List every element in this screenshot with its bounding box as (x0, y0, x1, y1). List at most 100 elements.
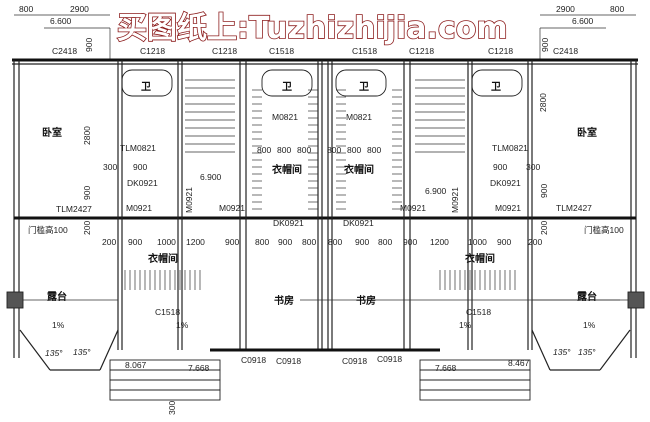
bathtub (471, 69, 523, 97)
door-label: TLM0821 (492, 143, 528, 153)
room-bath: 卫 (359, 81, 369, 93)
dim-label: 200 (528, 237, 542, 247)
door-label: M0821 (346, 112, 372, 122)
room-terrace: 露台 (577, 290, 597, 303)
door-label: M0921 (400, 203, 426, 213)
terrace-rail (19, 329, 51, 371)
dim-label: 900 (540, 38, 550, 52)
door-label: DK0921 (490, 178, 521, 188)
dim-label: 800 (610, 4, 624, 14)
angle-note: 135° (578, 347, 596, 357)
dim-label: 2800 (538, 93, 548, 112)
dim-label: 800 (347, 145, 361, 155)
window-label: C0918 (377, 354, 402, 364)
door-label: TLM0821 (120, 143, 156, 153)
dim-label: 900 (355, 237, 369, 247)
dim-label: 1200 (186, 237, 205, 247)
window-label: C1518 (155, 307, 180, 317)
window-label: C0918 (241, 355, 266, 365)
dim-label: 1000 (468, 237, 487, 247)
door-label: M0921 (219, 203, 245, 213)
dim-label: 800 (367, 145, 381, 155)
angle-note: 135° (45, 348, 63, 358)
dim-label: 900 (84, 38, 94, 52)
slope-note: 1% (459, 320, 472, 330)
dim-label: 300 (526, 162, 540, 172)
dim-label: 800 (302, 237, 316, 247)
angle-note: 135° (553, 347, 571, 357)
window-label: C2418 (553, 46, 578, 56)
column (6, 291, 24, 309)
dim-label: 800 (19, 4, 33, 14)
slope-note: 1% (583, 320, 596, 330)
dim-label: 1200 (430, 237, 449, 247)
elevation-label: 6.900 (200, 172, 222, 182)
column (627, 291, 645, 309)
room-closet: 衣帽间 (465, 252, 495, 265)
threshold-note: 门槛高100 (28, 225, 68, 235)
dim-label: 800 (257, 145, 271, 155)
dim-label: 900 (539, 184, 549, 198)
window-label: C1218 (212, 46, 237, 56)
door-label: M0921 (495, 203, 521, 213)
window-label: C1218 (140, 46, 165, 56)
elevation-label: 8.467 (508, 358, 530, 368)
elevation-label: 6.600 (50, 16, 72, 26)
door-label: M0921 (450, 187, 460, 213)
dim-label: 900 (403, 237, 417, 247)
step (419, 389, 531, 401)
dim-label: 1000 (157, 237, 176, 247)
room-closet: 衣帽间 (272, 163, 302, 176)
window-label: C1518 (352, 46, 377, 56)
dim-label: 800 (328, 237, 342, 247)
dim-label: 800 (327, 145, 341, 155)
room-closet: 衣帽间 (148, 252, 178, 265)
dim-label: 800 (255, 237, 269, 247)
elevation-label: 7.668 (188, 363, 210, 373)
slope-note: 1% (52, 320, 65, 330)
dim-label: 300 (103, 162, 117, 172)
door-label: TLM2427 (56, 204, 92, 214)
terrace-rail (531, 329, 551, 371)
door-label: DK0921 (273, 218, 304, 228)
angle-note: 135° (73, 347, 91, 357)
window-label: C2418 (52, 46, 77, 56)
dim-label: 800 (378, 237, 392, 247)
slope-note: 1% (176, 320, 189, 330)
dim-label: 300 (167, 401, 177, 415)
room-bedroom: 卧室 (577, 126, 597, 139)
window-label: C1218 (409, 46, 434, 56)
terrace-rail (99, 329, 119, 371)
door-label: DK0921 (343, 218, 374, 228)
watermark: 买图纸上:Tuzhizhijia.com (117, 11, 508, 46)
room-bath: 卫 (491, 81, 501, 93)
door-label: M0921 (184, 187, 194, 213)
elevation-label: 6.600 (572, 16, 594, 26)
step (419, 379, 531, 391)
dim-label: 2900 (556, 4, 575, 14)
elevation-label: 6.900 (425, 186, 447, 196)
elevation-label: 8.067 (125, 360, 147, 370)
door-label: DK0921 (127, 178, 158, 188)
dim-label: 900 (497, 237, 511, 247)
window-label: C0918 (276, 356, 301, 366)
threshold-note: 门槛高100 (584, 225, 624, 235)
dim-label: 900 (133, 162, 147, 172)
dim-label: 900 (225, 237, 239, 247)
dim-label: 800 (297, 145, 311, 155)
room-study: 书房 (274, 294, 294, 307)
room-bedroom: 卧室 (42, 126, 62, 139)
window-label: C1218 (488, 46, 513, 56)
dimension-row: 200 900 1000 1200 900 800 900 800 800 90… (102, 237, 542, 247)
room-bath: 卫 (141, 81, 151, 93)
dim-label: 2800 (82, 126, 92, 145)
dim-label: 900 (128, 237, 142, 247)
walls (6, 14, 645, 401)
room-terrace: 露台 (47, 290, 67, 303)
door-label: M0821 (272, 112, 298, 122)
dim-label: 900 (82, 186, 92, 200)
door-label: TLM2427 (556, 203, 592, 213)
window-label: C0918 (342, 356, 367, 366)
